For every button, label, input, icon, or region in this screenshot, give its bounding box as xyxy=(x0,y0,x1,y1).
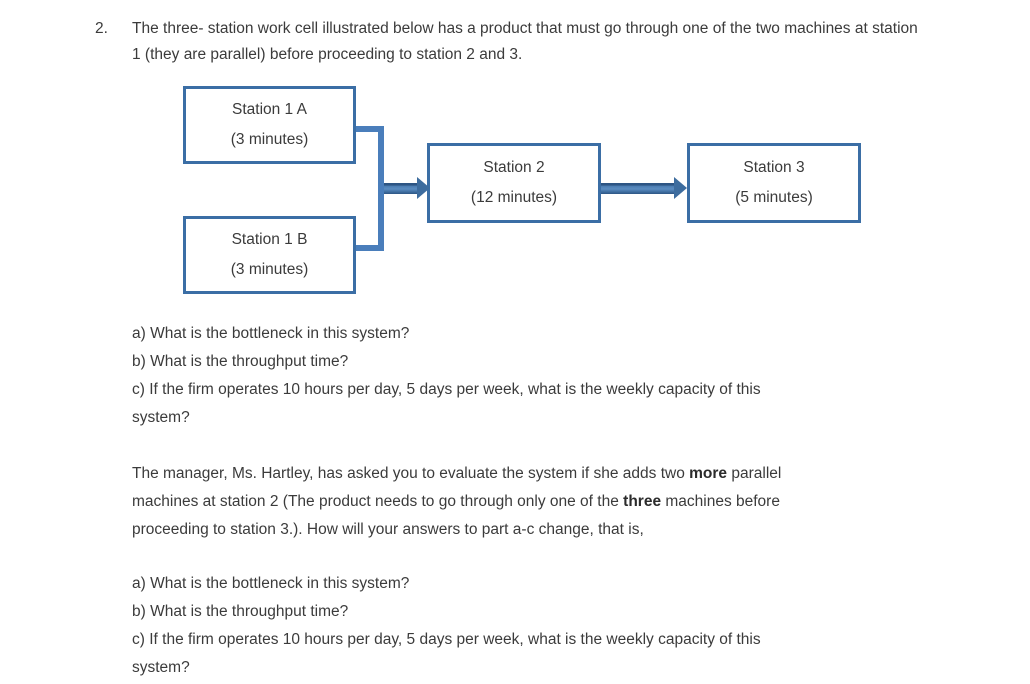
part-c-second-line1: c) If the firm operates 10 hours per day… xyxy=(132,631,761,648)
manager-paragraph: The manager, Ms. Hartley, has asked you … xyxy=(132,460,922,544)
parts-list-first: a) What is the bottleneck in this system… xyxy=(132,320,922,432)
box-label: Station 3 xyxy=(743,159,805,176)
diagram-box-station-1a: Station 1 A (3 minutes) xyxy=(183,86,356,164)
part-a-second: a) What is the bottleneck in this system… xyxy=(132,575,410,592)
box-label: Station 2 xyxy=(483,159,545,176)
diagram-box-station-3: Station 3 (5 minutes) xyxy=(687,143,861,223)
arrow-to-station-3-head xyxy=(674,177,687,199)
part-c-second-line2: system? xyxy=(132,659,190,676)
box-label: Station 1 B xyxy=(231,231,308,248)
part-b-first: b) What is the throughput time? xyxy=(132,353,349,370)
question-number: 2. xyxy=(95,20,108,37)
manager-line-1: The manager, Ms. Hartley, has asked you … xyxy=(132,460,922,488)
manager-line-2: machines at station 2 (The product needs… xyxy=(132,488,922,516)
merge-connector-vertical-segment xyxy=(378,126,384,251)
part-c-first-line1: c) If the firm operates 10 hours per day… xyxy=(132,381,761,398)
manager-line-2-post: machines before xyxy=(661,493,780,510)
box-time: (5 minutes) xyxy=(735,189,813,206)
diagram-box-station-1b: Station 1 B (3 minutes) xyxy=(183,216,356,294)
merge-connector-top-segment xyxy=(356,126,384,132)
arrow-to-station-2-head xyxy=(417,177,430,199)
part-a-first: a) What is the bottleneck in this system… xyxy=(132,325,410,342)
box-time: (3 minutes) xyxy=(230,131,309,148)
manager-bold-three: three xyxy=(623,493,662,510)
manager-line-1-post: parallel xyxy=(727,465,782,482)
part-c-first-line2: system? xyxy=(132,409,190,426)
box-label: Station 1 A xyxy=(232,101,307,118)
parts-list-second: a) What is the bottleneck in this system… xyxy=(132,570,922,682)
merge-connector-bottom-segment xyxy=(356,245,384,251)
box-time: (12 minutes) xyxy=(470,189,558,206)
manager-bold-more: more xyxy=(689,465,728,482)
box-time: (3 minutes) xyxy=(230,261,309,278)
manager-line-1-pre: The manager, Ms. Hartley, has asked you … xyxy=(132,465,690,482)
question-intro-text: The three- station work cell illustrated… xyxy=(132,20,918,63)
manager-line-2-pre: machines at station 2 (The product needs… xyxy=(132,493,624,510)
arrow-to-station-2-shaft xyxy=(384,183,420,194)
manager-line-3: proceeding to station 3.). How will your… xyxy=(132,521,644,538)
part-b-second: b) What is the throughput time? xyxy=(132,603,349,620)
arrow-to-station-3-shaft xyxy=(601,183,677,194)
diagram-box-station-2: Station 2 (12 minutes) xyxy=(427,143,601,223)
